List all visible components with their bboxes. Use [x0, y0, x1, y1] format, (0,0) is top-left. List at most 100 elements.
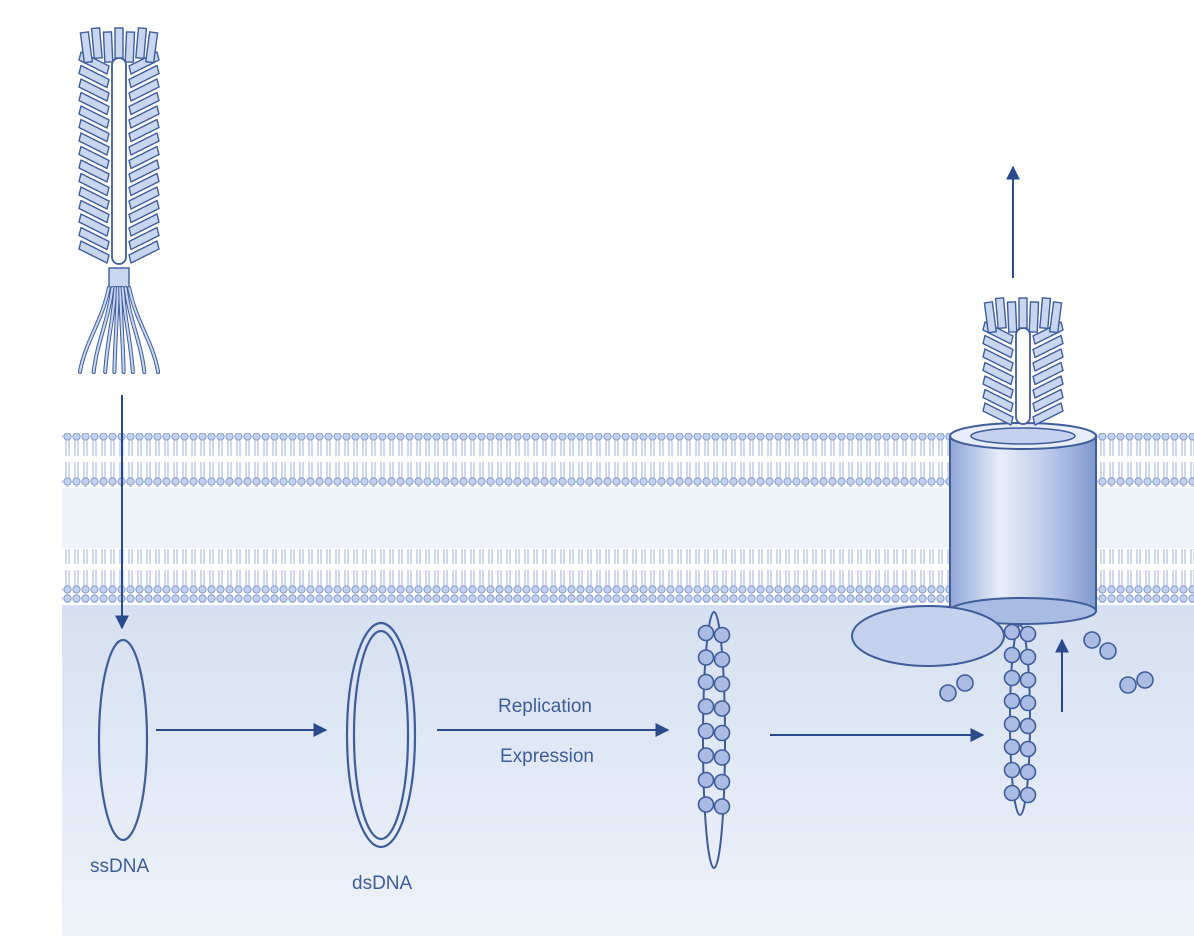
- phage-tip-protein: [124, 31, 136, 63]
- infecting-phage: [77, 27, 161, 374]
- phage-tip-protein: [1039, 297, 1052, 330]
- coat-bead: [1019, 625, 1037, 643]
- coat-bead: [697, 698, 715, 715]
- phage-tip-protein: [983, 301, 998, 334]
- coat-segment: [128, 64, 160, 89]
- coat-bead: [697, 747, 715, 764]
- coat-bead: [697, 649, 715, 666]
- coat-segment: [78, 145, 110, 170]
- coat-bead: [1019, 786, 1037, 804]
- coat-segment: [1032, 388, 1064, 413]
- phage-tip-protein: [114, 27, 124, 59]
- coat-segment: [128, 213, 160, 237]
- ssdna-circle: [97, 638, 149, 842]
- phage-core: [1015, 327, 1031, 425]
- dimer-bead: [1083, 631, 1101, 649]
- phage-core: [111, 57, 127, 265]
- coated-ssdna-at-pore: [1003, 623, 1037, 816]
- phage-tip-protein: [135, 27, 148, 60]
- coat-segment: [982, 388, 1014, 413]
- coat-segment: [78, 105, 110, 129]
- ssdna-label: ssDNA: [90, 856, 149, 877]
- phage-tip-protein: [144, 31, 159, 64]
- coat-bead: [1019, 671, 1037, 689]
- coat-bead: [1019, 694, 1037, 712]
- coat-bead: [1003, 646, 1021, 664]
- coat-segment: [128, 78, 160, 102]
- coat-segment: [1032, 348, 1064, 372]
- protein-coated-ssdna: [697, 611, 731, 869]
- replication-label: Replication: [498, 696, 592, 717]
- coat-bead: [713, 749, 731, 766]
- coat-segment: [128, 172, 160, 197]
- coat-segment: [982, 402, 1014, 426]
- coat-segment: [78, 159, 110, 183]
- coat-bead: [713, 724, 731, 742]
- dsdna-label: dsDNA: [352, 873, 413, 894]
- assembly-protein-oval: [851, 605, 1005, 667]
- coat-bead: [713, 700, 731, 717]
- coat-segment: [78, 240, 110, 264]
- dimer-bead: [1099, 642, 1117, 660]
- phage-tip-protein: [102, 31, 114, 63]
- tail-fiber-inner: [119, 287, 125, 373]
- coat-segment: [128, 91, 160, 116]
- dimer-bead: [956, 674, 974, 692]
- coat-segment: [1032, 402, 1064, 426]
- dimer-bead: [939, 684, 957, 702]
- tail-fiber-inner: [104, 287, 117, 373]
- coat-bead: [1003, 784, 1021, 802]
- coat-segment: [1032, 361, 1064, 386]
- coat-segment: [128, 132, 160, 156]
- emerging-phage: [982, 297, 1064, 426]
- coat-bead: [697, 722, 715, 740]
- coat-segment: [78, 213, 110, 237]
- phage-tip-protein: [1006, 301, 1018, 333]
- coat-segment: [78, 186, 110, 210]
- coat-segment: [982, 361, 1014, 386]
- dimer-bead: [1136, 671, 1154, 689]
- coat-segment: [128, 199, 160, 224]
- tail-fiber-inner: [124, 287, 146, 373]
- coat-bead: [1003, 623, 1021, 641]
- coat-segment: [1032, 375, 1064, 399]
- coat-segment: [1032, 334, 1064, 359]
- coat-segment: [78, 64, 110, 89]
- tail-fiber-inner: [128, 287, 160, 373]
- coat-segment: [982, 375, 1014, 399]
- coat-segment: [982, 334, 1014, 359]
- coat-bead: [697, 796, 715, 813]
- coat-segment: [78, 132, 110, 156]
- coat-segment: [78, 118, 110, 143]
- phage-tip-protein: [1028, 301, 1040, 333]
- coat-segment: [982, 348, 1014, 372]
- coat-segment: [78, 199, 110, 224]
- tail-fiber-inner: [121, 287, 134, 373]
- coat-bead: [1019, 763, 1037, 781]
- coat-segment: [128, 186, 160, 210]
- coat-segment: [128, 105, 160, 129]
- dimer-bead: [1119, 676, 1137, 694]
- dsdna-circle: [345, 621, 417, 849]
- coat-bead: [713, 675, 731, 693]
- coat-segment: [128, 240, 160, 264]
- coat-bead: [713, 626, 731, 644]
- coat-bead: [713, 651, 731, 668]
- coat-segment: [78, 172, 110, 197]
- tail-fiber-inner: [113, 287, 119, 373]
- coat-bead: [1019, 740, 1037, 758]
- coat-bead: [713, 798, 731, 815]
- coat-bead: [1003, 738, 1021, 756]
- coat-bead: [1003, 761, 1021, 779]
- tail-fiber-inner: [78, 287, 110, 373]
- coat-segment: [78, 91, 110, 116]
- coat-bead: [697, 771, 715, 789]
- coat-bead: [1019, 648, 1037, 666]
- coat-segment: [128, 118, 160, 143]
- phage-tip-protein: [994, 297, 1007, 330]
- coat-bead: [697, 624, 715, 642]
- coat-bead: [1003, 692, 1021, 710]
- phage-tip-protein: [79, 31, 94, 64]
- phage-tip-protein: [1048, 301, 1063, 334]
